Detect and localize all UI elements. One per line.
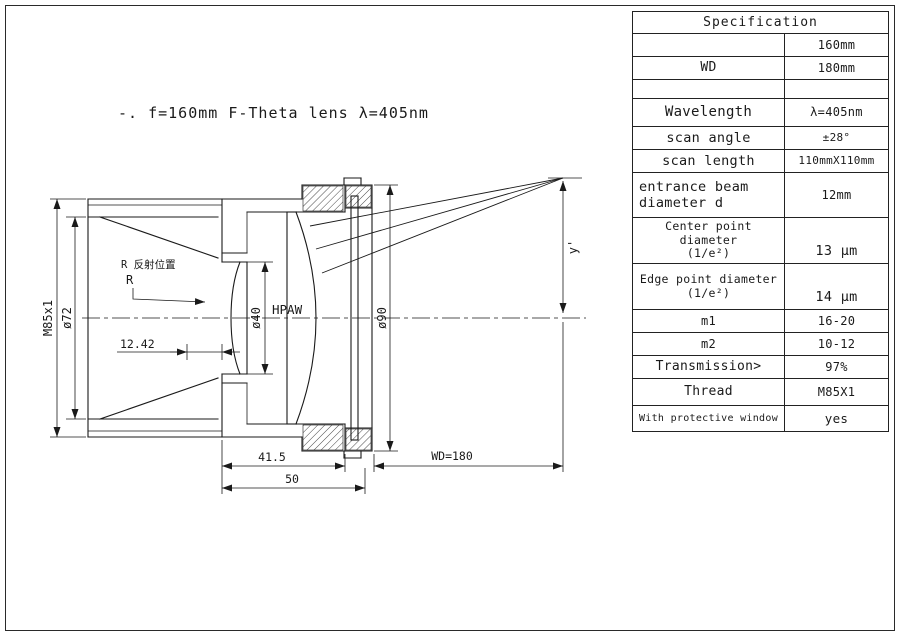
label-dim-50: 50 bbox=[285, 472, 299, 486]
spec-value: 16-20 bbox=[817, 313, 856, 328]
dimension-lines bbox=[50, 177, 582, 494]
spec-table: Specification 160mm WD 180mm Wavelength … bbox=[632, 11, 889, 432]
label-diameter-90: ø90 bbox=[375, 307, 389, 329]
spec-row-protective-window: With protective window yes bbox=[633, 406, 888, 431]
spec-value: λ=405nm bbox=[810, 105, 863, 120]
spec-value: ±28° bbox=[822, 131, 851, 145]
lens-drawing: -. f=160mm F-Theta lens λ=405nm M85x1 ø7… bbox=[41, 104, 586, 494]
spec-row-entrance-beam: entrance beam diameter d 12mm bbox=[633, 173, 888, 218]
label-dim-wd-180: WD=180 bbox=[431, 449, 473, 463]
spec-label: entrance beam diameter d bbox=[633, 173, 785, 217]
label-diameter-40: ø40 bbox=[249, 307, 263, 329]
spec-row-scan-angle: scan angle ±28° bbox=[633, 127, 888, 150]
spec-row-m2: m2 10-12 bbox=[633, 333, 888, 356]
drawing-labels: -. f=160mm F-Theta lens λ=405nm M85x1 ø7… bbox=[41, 104, 580, 486]
spec-label: Thread bbox=[633, 379, 785, 405]
spec-label: WD bbox=[633, 57, 785, 79]
spec-row-edge-point: Edge point diameter (1/e²) 14 µm bbox=[633, 264, 888, 310]
spec-row-center-point: Center point diameter (1/e²) 13 µm bbox=[633, 218, 888, 264]
spec-row-thread: Thread M85X1 bbox=[633, 379, 888, 406]
drawing-title: -. f=160mm F-Theta lens λ=405nm bbox=[118, 104, 429, 122]
section-hatch bbox=[302, 185, 372, 451]
spec-row-scan-length: scan length 110mmX110mm bbox=[633, 150, 888, 173]
label-thread-m85x1: M85x1 bbox=[41, 300, 55, 336]
spec-value: 180mm bbox=[817, 60, 856, 75]
spec-row-wd: WD 180mm bbox=[633, 57, 888, 80]
page-border bbox=[5, 5, 895, 631]
spec-label: Transmission> bbox=[633, 356, 785, 378]
spec-value: 13 µm bbox=[815, 242, 858, 259]
label-dim-41-5: 41.5 bbox=[258, 450, 286, 464]
spec-label: scan angle bbox=[633, 127, 785, 149]
spec-label: Edge point diameter (1/e²) bbox=[633, 264, 785, 309]
spec-row-m1: m1 16-20 bbox=[633, 310, 888, 333]
spec-value bbox=[785, 80, 888, 98]
spec-label: Center point diameter (1/e²) bbox=[633, 218, 785, 263]
spec-label: m2 bbox=[633, 333, 785, 355]
beam-rays bbox=[309, 177, 564, 274]
spec-label: With protective window bbox=[633, 406, 785, 431]
label-r: R bbox=[126, 273, 134, 287]
label-r-reflection-note: R 反射位置 bbox=[121, 258, 176, 271]
spec-label bbox=[633, 80, 785, 98]
spec-row-wavelength: Wavelength λ=405nm bbox=[633, 99, 888, 127]
spec-row-transmission: Transmission> 97% bbox=[633, 356, 888, 379]
label-diameter-72: ø72 bbox=[60, 307, 74, 329]
spec-row-focal: 160mm bbox=[633, 34, 888, 57]
spec-value: 160mm bbox=[817, 37, 856, 52]
spec-row-blank bbox=[633, 80, 888, 99]
spec-label bbox=[633, 34, 785, 56]
spec-value: 97% bbox=[825, 359, 848, 374]
spec-value: 10-12 bbox=[817, 336, 856, 351]
label-dim-12-42: 12.42 bbox=[120, 337, 155, 351]
spec-label: Wavelength bbox=[633, 99, 785, 126]
spec-value: M85X1 bbox=[817, 384, 856, 399]
spec-value: 12mm bbox=[821, 187, 852, 202]
spec-value: 110mmX110mm bbox=[798, 154, 875, 168]
spec-label: m1 bbox=[633, 310, 785, 332]
spec-value: 14 µm bbox=[815, 288, 858, 305]
spec-label: scan length bbox=[633, 150, 785, 172]
label-y-prime: y' bbox=[566, 240, 580, 254]
spec-table-title: Specification bbox=[633, 12, 888, 34]
label-hpaw: HPAW bbox=[272, 302, 303, 317]
lens-body-outline bbox=[87, 177, 373, 459]
spec-value: yes bbox=[824, 411, 849, 426]
